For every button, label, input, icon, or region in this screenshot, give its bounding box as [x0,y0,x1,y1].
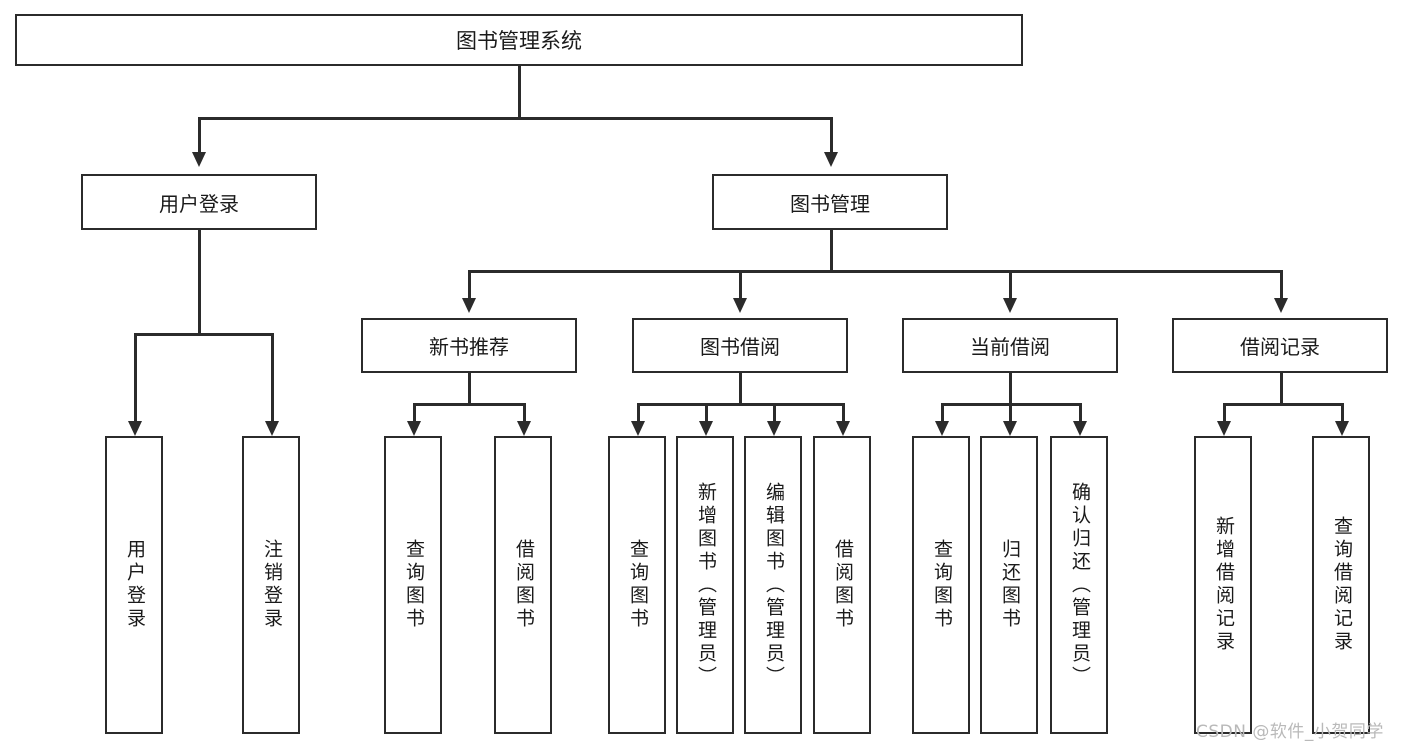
node-label: 确认归还（管理员） [1068,481,1091,689]
node-book-management[interactable]: 图书管理 [712,174,948,230]
leaf-current-borrow-return[interactable]: 归还图书 [980,436,1038,734]
connector-new-book-leaf1 [413,403,416,421]
leaf-book-borrow-query[interactable]: 查询图书 [608,436,666,734]
arrowhead-new-book-leaf2 [516,421,531,436]
arrowhead-borrow-record [1273,298,1288,313]
node-label: 图书借阅 [700,335,780,359]
node-label: 图书管理系统 [456,29,582,53]
leaf-current-borrow-confirm-return[interactable]: 确认归还（管理员） [1050,436,1108,734]
node-label: 新增借阅记录 [1212,516,1235,654]
arrowhead-current-borrow-leaf2 [1002,421,1017,436]
connector-user-login-stem [198,230,201,334]
node-label: 借阅图书 [512,539,535,631]
node-borrow-record[interactable]: 借阅记录 [1172,318,1388,373]
node-label: 查询图书 [626,539,649,631]
connector-current-borrow-leaf3 [1079,403,1082,421]
connector-current-borrow-stem [1009,373,1012,404]
node-label: 借阅记录 [1240,335,1320,359]
node-user-login[interactable]: 用户登录 [81,174,317,230]
arrowhead-current-borrow [1002,298,1017,313]
connector-user-login-bus [134,333,272,336]
connector-user-login-leaf2 [271,333,274,421]
node-label: 查询借阅记录 [1330,516,1353,654]
leaf-book-borrow-borrow[interactable]: 借阅图书 [813,436,871,734]
connector-current-borrow-leaf2 [1009,403,1012,421]
leaf-book-borrow-edit[interactable]: 编辑图书（管理员） [744,436,802,734]
node-label: 当前借阅 [970,335,1050,359]
node-label: 查询图书 [402,539,425,631]
node-label: 借阅图书 [831,539,854,631]
connector-borrow-record-leaf1 [1223,403,1226,421]
csdn-watermark: CSDN @软件_小贺同学 [1196,722,1384,742]
leaf-borrow-record-query[interactable]: 查询借阅记录 [1312,436,1370,734]
node-current-borrow[interactable]: 当前借阅 [902,318,1118,373]
node-book-borrow[interactable]: 图书借阅 [632,318,848,373]
arrowhead-book-management [823,152,838,167]
node-new-book-recommend[interactable]: 新书推荐 [361,318,577,373]
connector-to-borrow-record [1280,270,1283,298]
connector-borrow-record-bus [1223,403,1341,406]
connector-to-new-book [468,270,471,298]
node-label: 新书推荐 [429,335,509,359]
connector-root-stem [518,66,521,118]
arrowhead-current-borrow-leaf1 [934,421,949,436]
node-label: 归还图书 [998,539,1021,631]
connector-borrow-record-leaf2 [1341,403,1344,421]
arrowhead-book-borrow-leaf1 [630,421,645,436]
node-label: 注销登录 [260,539,283,631]
node-label: 用户登录 [123,539,146,631]
arrowhead-book-borrow-leaf3 [766,421,781,436]
connector-level2-bus [198,117,831,120]
connector-book-borrow-leaf3 [773,403,776,421]
node-label: 查询图书 [930,539,953,631]
leaf-book-borrow-add[interactable]: 新增图书（管理员） [676,436,734,734]
node-root-book-management-system[interactable]: 图书管理系统 [15,14,1023,66]
arrowhead-borrow-record-leaf1 [1216,421,1231,436]
arrowhead-book-borrow-leaf4 [835,421,850,436]
connector-new-book-leaf2 [523,403,526,421]
leaf-user-login-login[interactable]: 用户登录 [105,436,163,734]
connector-new-book-bus [413,403,523,406]
connector-book-borrow-leaf4 [842,403,845,421]
connector-book-borrow-bus [637,403,842,406]
arrowhead-borrow-record-leaf2 [1334,421,1349,436]
leaf-user-login-logout[interactable]: 注销登录 [242,436,300,734]
connector-new-book-stem [468,373,471,404]
leaf-borrow-record-add[interactable]: 新增借阅记录 [1194,436,1252,734]
connector-book-borrow-leaf1 [637,403,640,421]
connector-to-current-borrow [1009,270,1012,298]
connector-to-book-management [830,117,833,152]
node-label: 图书管理 [790,191,870,216]
arrowhead-new-book [461,298,476,313]
connector-user-login-leaf1 [134,333,137,421]
connector-book-borrow-leaf2 [705,403,708,421]
node-label: 新增图书（管理员） [694,481,717,689]
leaf-new-book-borrow[interactable]: 借阅图书 [494,436,552,734]
node-label: 编辑图书（管理员） [762,481,785,689]
connector-to-book-borrow [739,270,742,298]
arrowhead-user-login-leaf2 [264,421,279,436]
leaf-new-book-query[interactable]: 查询图书 [384,436,442,734]
arrowhead-user-login-leaf1 [127,421,142,436]
connector-book-borrow-stem [739,373,742,404]
arrowhead-book-borrow [732,298,747,313]
connector-current-borrow-leaf1 [941,403,944,421]
connector-to-user-login [198,117,201,152]
arrowhead-book-borrow-leaf2 [698,421,713,436]
connector-book-management-stem [830,230,833,271]
leaf-current-borrow-query[interactable]: 查询图书 [912,436,970,734]
arrowhead-new-book-leaf1 [406,421,421,436]
arrowhead-current-borrow-leaf3 [1072,421,1087,436]
connector-level3-bus [468,270,1280,273]
node-label: 用户登录 [159,191,239,216]
connector-borrow-record-stem [1280,373,1283,404]
arrowhead-user-login [191,152,206,167]
